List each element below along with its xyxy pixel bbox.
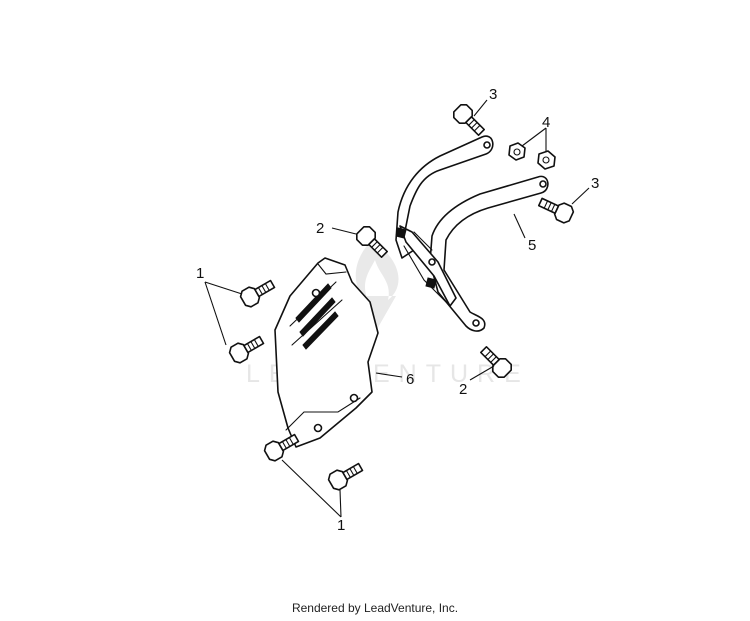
leader-lines bbox=[204, 99, 590, 518]
bolt-3a bbox=[453, 104, 486, 137]
bolt-2a bbox=[356, 226, 389, 259]
callout-6: 6 bbox=[406, 371, 414, 388]
callout-2: 2 bbox=[316, 220, 324, 237]
bolt-3b bbox=[537, 197, 575, 224]
bolt-2b bbox=[479, 345, 512, 378]
nut-4a bbox=[508, 142, 526, 161]
bolt-1b bbox=[228, 335, 265, 364]
callouts: 1 1 2 2 3 3 4 5 6 bbox=[196, 86, 599, 534]
bolt-1a bbox=[239, 279, 276, 308]
callout-4: 4 bbox=[542, 114, 550, 131]
callout-1: 1 bbox=[337, 517, 345, 534]
callout-3: 3 bbox=[591, 175, 599, 192]
callout-1: 1 bbox=[196, 265, 204, 282]
callout-2: 2 bbox=[459, 381, 467, 398]
callout-5: 5 bbox=[528, 237, 536, 254]
bolt-1d bbox=[327, 462, 364, 491]
callout-3: 3 bbox=[489, 86, 497, 103]
nut-4b bbox=[537, 150, 556, 170]
bolt-1c bbox=[263, 433, 300, 462]
bracket-assembly bbox=[395, 135, 549, 332]
footer-credit: Rendered by LeadVenture, Inc. bbox=[291, 601, 459, 615]
shield-plate bbox=[274, 257, 379, 448]
